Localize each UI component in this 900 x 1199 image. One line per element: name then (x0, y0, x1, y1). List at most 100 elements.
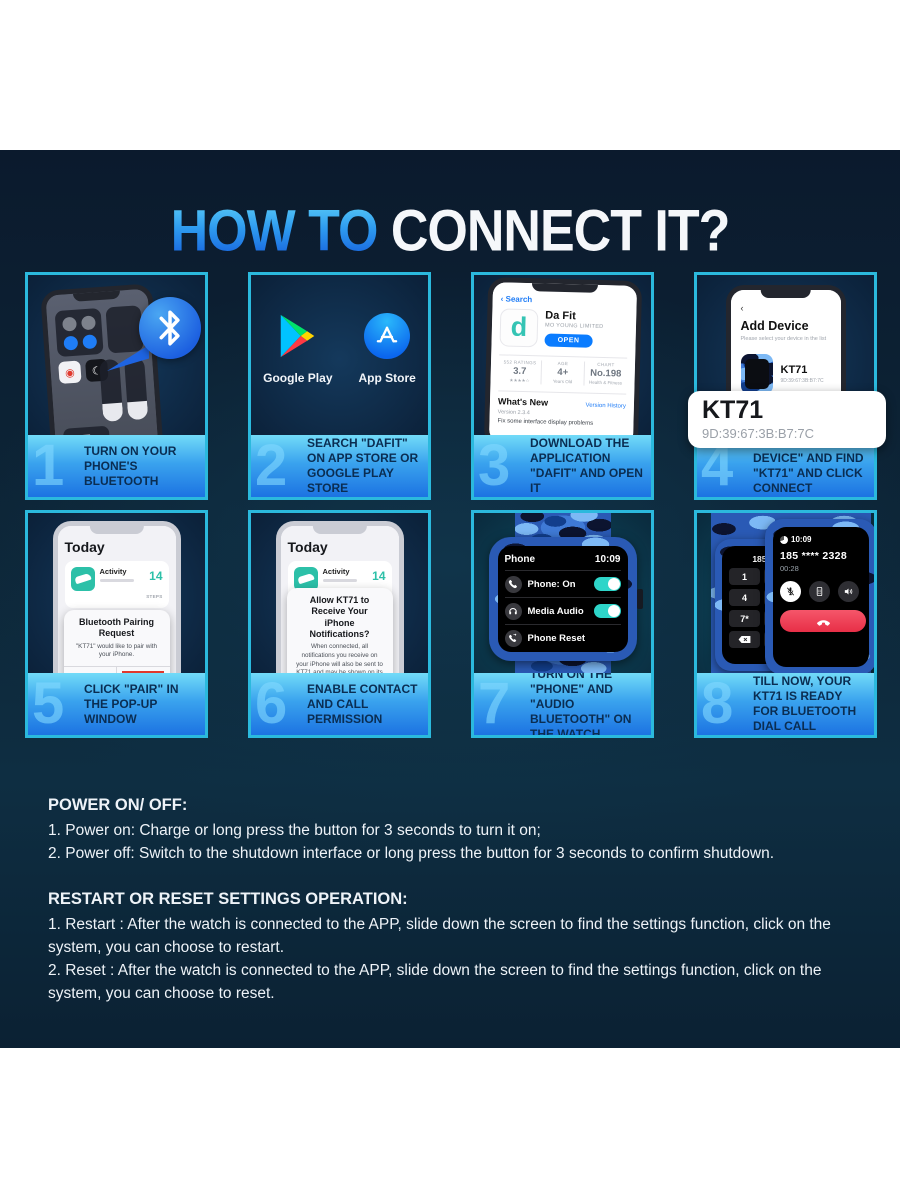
smartwatch-call: 10:09 185 **** 2328 00:28 (765, 519, 874, 673)
dialog-body: When connected, all notifications you re… (296, 643, 383, 673)
step3-caption: 3 DOWNLOAD THE APPLICATION "DAFIT" AND O… (474, 435, 651, 497)
phone-notch (312, 526, 367, 534)
step-caption-text: TILL NOW, YOUR KT71 IS READY FOR BLUETOO… (753, 674, 857, 733)
google-play-store: Google Play (263, 313, 333, 385)
key-1[interactable]: 1 (729, 568, 760, 585)
brightness-volume-sliders[interactable] (99, 357, 149, 423)
device-list-item[interactable]: KT71 9D:39:67:3B:B7:7C (740, 354, 831, 394)
google-play-label: Google Play (263, 371, 333, 385)
appstore-listing: ‹ Search d Da Fit MO YOUNG LIMITED OPEN (488, 282, 637, 435)
media-audio-row: Media Audio (504, 597, 621, 624)
step-panel-8: 185 - 1 2 4 5 7* 8 0 (694, 510, 877, 738)
open-button[interactable]: OPEN (543, 333, 593, 348)
step-caption-text: SEARCH "DAFIT" ON APP STORE OR GOOGLE PL… (307, 436, 419, 495)
call-duration: 00:28 (780, 564, 799, 573)
step-panel-4: ‹ Add Device Please select your device i… (688, 272, 886, 500)
key-7[interactable]: 7* (729, 610, 760, 627)
phone-reset-row[interactable]: Phone Reset (504, 624, 621, 651)
back-chevron-icon[interactable]: ‹ (740, 303, 744, 313)
step7-caption: 7 TURN ON THE "PHONE" AND "AUDIO BLUETOO… (474, 673, 651, 735)
step-caption-text: CLICK "PAIR" IN THE POP-UP WINDOW (84, 681, 179, 726)
dialog-body: "KT71" would like to pair with your iPho… (75, 642, 158, 659)
step-panel-1: ◉ ☾ ▣ (25, 272, 208, 500)
key-4[interactable]: 4 (729, 589, 760, 606)
device-name: KT71 (780, 364, 808, 376)
step8-caption: 8 TILL NOW, YOUR KT71 IS READY FOR BLUET… (697, 673, 874, 735)
step1-caption: 1 TURN ON YOUR PHONE'S BLUETOOTH (28, 435, 205, 497)
dialog-title: Bluetooth Pairing Request (79, 617, 154, 639)
popup-device-name: KT71 (702, 396, 764, 424)
step-caption-text: TURN ON THE "PHONE" AND "AUDIO BLUETOOTH… (530, 673, 632, 735)
phone-keypad-icon[interactable] (809, 581, 830, 602)
app-store: App Store (359, 313, 416, 385)
watch-time: 10:09 (594, 554, 621, 565)
power-heading: POWER ON/ OFF: (48, 796, 188, 814)
step-caption-text: DOWNLOAD THE APPLICATION "DAFIT" AND OPE… (530, 436, 643, 495)
watch-menu-title: Phone (504, 554, 536, 565)
shoe-icon (293, 567, 318, 591)
pairing-dialog: Bluetooth Pairing Request "KT71" would l… (63, 610, 170, 673)
add-device-title: Add Device (740, 319, 809, 333)
mic-off-icon[interactable] (780, 581, 801, 602)
today-screen: Today Activity 14 STEPS Bluetooth Pairin… (57, 526, 176, 673)
smartwatch: Phone 10:09 Phone: On (489, 537, 643, 661)
dafit-app-icon: d (498, 308, 538, 348)
chart-stat: CHART No.198 Health & Fitness (588, 361, 622, 386)
shoe-icon (70, 567, 95, 591)
phone-mockup: Today Activity 14 STEPS Bluetooth Pairin… (52, 521, 181, 673)
popup-device-mac: 9D:39:67:3B:B7:7C (702, 426, 815, 441)
app-developer: MO YOUNG LIMITED (544, 322, 604, 331)
focus-icon[interactable]: ◉ (58, 360, 82, 384)
speaker-icon[interactable] (838, 581, 859, 602)
music-tile[interactable] (105, 305, 144, 354)
phone-mockup: Today Activity 14 STEPS Allow KT71 to Re… (275, 521, 404, 673)
steps-grid: ◉ ☾ ▣ (25, 272, 886, 738)
phone-notch (531, 282, 598, 293)
call-number: 185 **** 2328 (780, 550, 847, 562)
brightness-slider[interactable] (99, 358, 124, 423)
instructions-footer: POWER ON/ OFF: 1. Power on: Charge or lo… (48, 796, 864, 1006)
step-caption-text: TURN ON YOUR PHONE'S BLUETOOTH (84, 443, 177, 488)
ratings-stat: 552 RATINGS 3.7 ★★★★☆ (497, 359, 542, 385)
volume-slider[interactable] (124, 357, 149, 421)
version-text: Version 2.3.4 (497, 409, 530, 417)
version-history-link[interactable]: Version History (584, 402, 626, 410)
add-device-subtitle: Please select your device in the list (740, 336, 827, 342)
hangup-icon (816, 619, 830, 626)
steps-count: 14 (372, 569, 386, 583)
cancel-button[interactable]: Cancel (64, 667, 117, 673)
bluetooth-icon (139, 297, 201, 359)
phone-mockup: ‹ Search d Da Fit MO YOUNG LIMITED OPEN (483, 277, 642, 435)
phone-on-row: Phone: On (504, 570, 621, 597)
google-play-icon (280, 314, 315, 358)
camera-tile[interactable]: ▣ (62, 425, 111, 435)
step5-caption: 5 CLICK "PAIR" IN THE POP-UP WINDOW (28, 673, 205, 735)
step-panel-7: Phone 10:09 Phone: On (471, 510, 654, 738)
step-number: 7 (478, 673, 511, 735)
step-number: 8 (701, 673, 734, 735)
app-name: Da Fit (544, 309, 576, 323)
app-store-icon (364, 313, 411, 359)
hangup-button[interactable] (780, 610, 866, 632)
back-link[interactable]: ‹ Search (500, 294, 532, 305)
restart-line-2: 2. Reset : After the watch is connected … (48, 961, 822, 1002)
app-stats: 552 RATINGS 3.7 ★★★★☆ AGE 4+ Years Old (497, 354, 627, 387)
age-stat: AGE 4+ Years Old (540, 360, 585, 386)
dark-section: HOW TO CONNECT IT? (0, 150, 900, 1048)
step-panel-3: ‹ Search d Da Fit MO YOUNG LIMITED OPEN (471, 272, 654, 500)
steps-count: 14 (149, 569, 163, 583)
cellular-icon[interactable] (80, 314, 96, 330)
wifi-icon[interactable] (62, 335, 78, 351)
step8-illustration: 185 - 1 2 4 5 7* 8 0 (697, 513, 874, 673)
device-mac: 9D:39:67:3B:B7:7C (780, 378, 824, 384)
activity-card: Activity 14 STEPS (64, 561, 169, 608)
airplane-icon[interactable] (61, 316, 77, 332)
phone-toggle[interactable] (593, 577, 621, 591)
bluetooth-toggle-icon[interactable] (81, 333, 97, 349)
dialog-title: Allow KT71 to Receive Your iPhone Notifi… (309, 595, 370, 639)
media-audio-toggle[interactable] (593, 604, 621, 618)
backspace-icon[interactable] (729, 631, 760, 648)
page-title-blue: HOW TO (170, 199, 379, 265)
step6-illustration: Today Activity 14 STEPS Allow KT71 to Re… (251, 513, 428, 673)
